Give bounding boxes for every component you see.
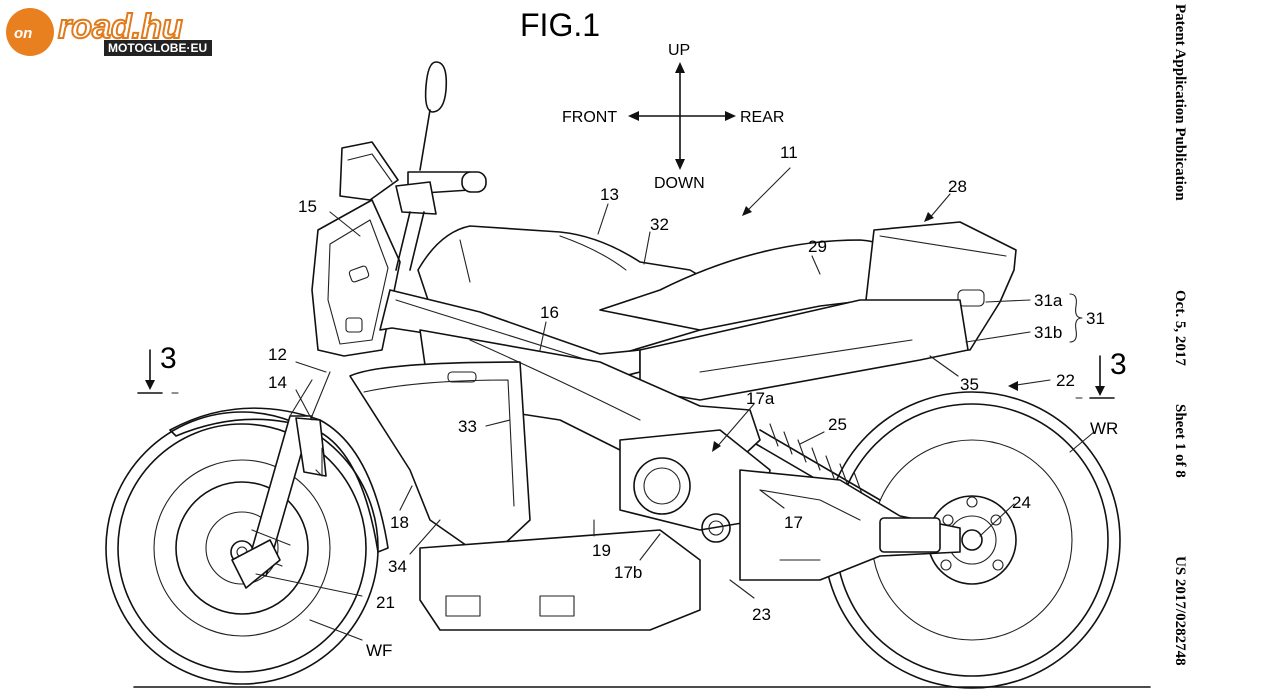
figure-title: FIG.1 <box>520 7 600 43</box>
handlebar-mirror <box>395 61 487 271</box>
side-bibliographic-text: Patent Application Publication Oct. 5, 2… <box>1172 4 1188 666</box>
direction-compass: UP DOWN FRONT REAR <box>562 42 784 192</box>
section-marker-left-label: 3 <box>160 342 177 375</box>
label-31b: 31b <box>1034 323 1062 342</box>
label-28: 28 <box>948 177 967 196</box>
leader-lines <box>255 167 1095 641</box>
label-25: 25 <box>828 415 847 434</box>
section-marker-right-label: 3 <box>1110 348 1127 381</box>
label-15: 15 <box>298 197 317 216</box>
direction-down: DOWN <box>654 175 705 192</box>
side-number: US 2017/0282748 <box>1172 556 1188 666</box>
label-24: 24 <box>1012 493 1031 512</box>
label-17b: 17b <box>614 563 642 582</box>
front-fork <box>231 371 331 589</box>
label-wr: WR <box>1090 419 1118 438</box>
label-17: 17 <box>784 513 803 532</box>
front-wheel <box>105 407 389 685</box>
label-14: 14 <box>268 373 287 392</box>
label-23: 23 <box>752 605 771 624</box>
logo-badge <box>6 8 54 56</box>
label-29: 29 <box>808 237 827 256</box>
site-logo[interactable]: on road.hu MOTOGLOBE·EU <box>4 7 244 56</box>
label-33: 33 <box>458 417 477 436</box>
direction-rear: REAR <box>740 109 784 126</box>
logo-road-text: road.hu <box>58 8 183 46</box>
label-17a: 17a <box>746 389 775 408</box>
logo-sub-text: MOTOGLOBE·EU <box>108 41 207 55</box>
direction-front: FRONT <box>562 109 617 126</box>
side-publication: Patent Application Publication <box>1172 4 1188 201</box>
label-11: 11 <box>780 143 798 162</box>
reference-labels: 11 12 13 14 15 16 17 17a 17b 18 19 21 22… <box>268 143 1118 660</box>
side-sheet: Sheet 1 of 8 <box>1172 404 1188 478</box>
label-31: 31 <box>1086 309 1105 328</box>
section-marker-left: 3 <box>137 342 179 394</box>
label-19: 19 <box>592 541 611 560</box>
logo-sub-bg <box>104 40 212 56</box>
label-13: 13 <box>600 185 619 204</box>
label-21: 21 <box>376 593 395 612</box>
label-35: 35 <box>960 375 979 394</box>
section-marker-right: 3 <box>1075 348 1127 399</box>
label-12: 12 <box>268 345 287 364</box>
main-frame <box>349 221 1017 631</box>
label-31a: 31a <box>1034 291 1063 310</box>
front-cowl <box>311 141 401 357</box>
side-date: Oct. 5, 2017 <box>1172 290 1188 366</box>
label-wf: WF <box>366 641 392 660</box>
logo-on-text: on <box>14 25 32 42</box>
label-22: 22 <box>1056 371 1075 390</box>
label-34: 34 <box>388 557 407 576</box>
label-18: 18 <box>390 513 409 532</box>
label-32: 32 <box>650 215 669 234</box>
direction-up: UP <box>668 42 690 59</box>
label-16: 16 <box>540 303 559 322</box>
